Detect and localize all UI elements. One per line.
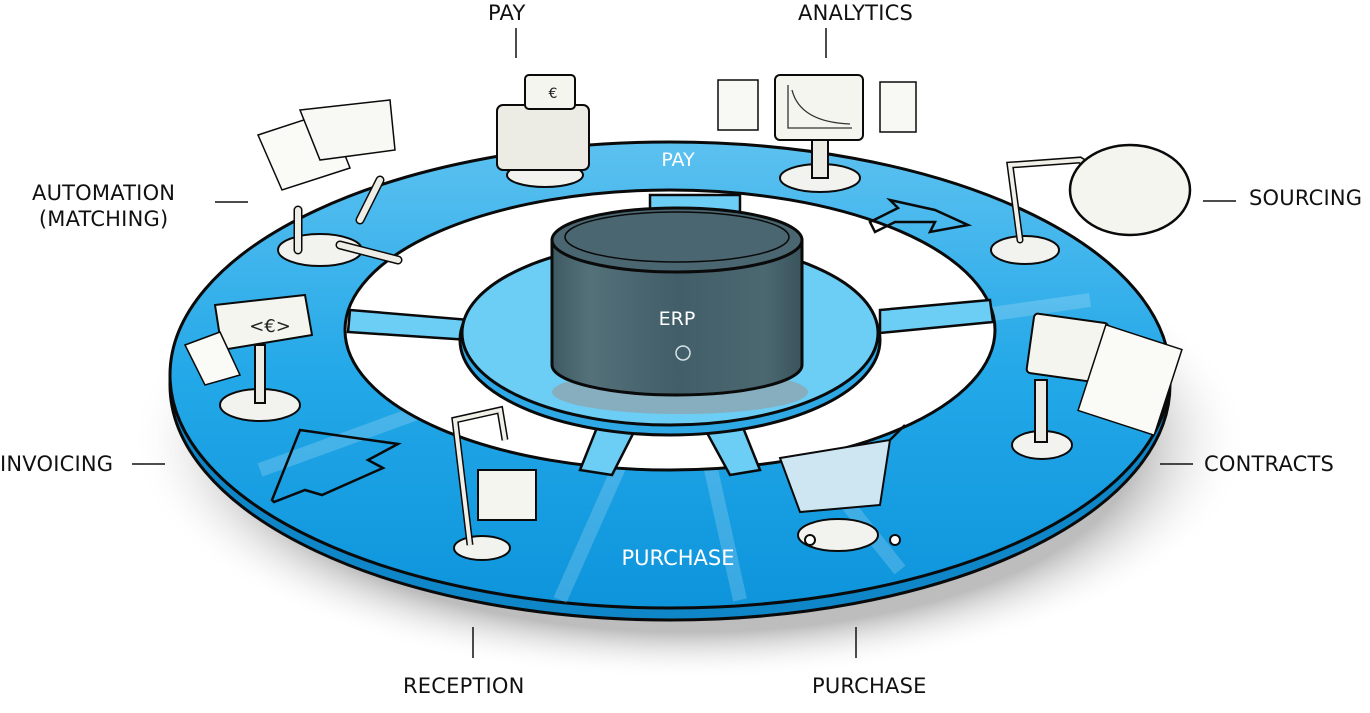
label-sourcing: SOURCING (1249, 186, 1363, 210)
ring-label-purchase: PURCHASE (622, 546, 735, 570)
label-invoicing: INVOICING (0, 452, 114, 476)
leader-lines (132, 28, 1236, 658)
label-pay: PAY (488, 1, 526, 25)
label-analytics: ANALYTICS (798, 1, 913, 25)
erp-label: ERP (659, 308, 696, 330)
svg-text:<€>: <€> (249, 316, 291, 337)
label-automation-line1: AUTOMATION (32, 181, 176, 205)
erp-cylinder-top (550, 206, 804, 274)
label-automation: AUTOMATION (MATCHING) (32, 180, 175, 233)
erp-power-button (675, 345, 691, 361)
label-purchase: PURCHASE (812, 674, 927, 698)
flow-arrow-right-icon (868, 197, 973, 234)
ring-label-pay: PAY (661, 149, 695, 171)
label-reception: RECEPTION (403, 674, 525, 698)
erp-cylinder-body (550, 238, 804, 397)
label-automation-line2: (MATCHING) (38, 207, 169, 232)
station-sourcing-illustration (990, 143, 1192, 265)
station-automation-illustration (256, 99, 403, 267)
flow-arrow-left-icon (270, 428, 402, 504)
label-contracts: CONTRACTS (1204, 452, 1335, 476)
station-contracts-illustration (1011, 312, 1183, 460)
station-invoicing-illustration: <€> (183, 293, 314, 422)
erp-cylinder-top-rim (564, 211, 790, 263)
station-reception-illustration (451, 405, 537, 561)
station-pay-illustration: € (496, 74, 590, 188)
svg-text:€: € (549, 86, 558, 102)
station-purchase-illustration (778, 424, 906, 552)
station-analytics-illustration (717, 74, 917, 193)
